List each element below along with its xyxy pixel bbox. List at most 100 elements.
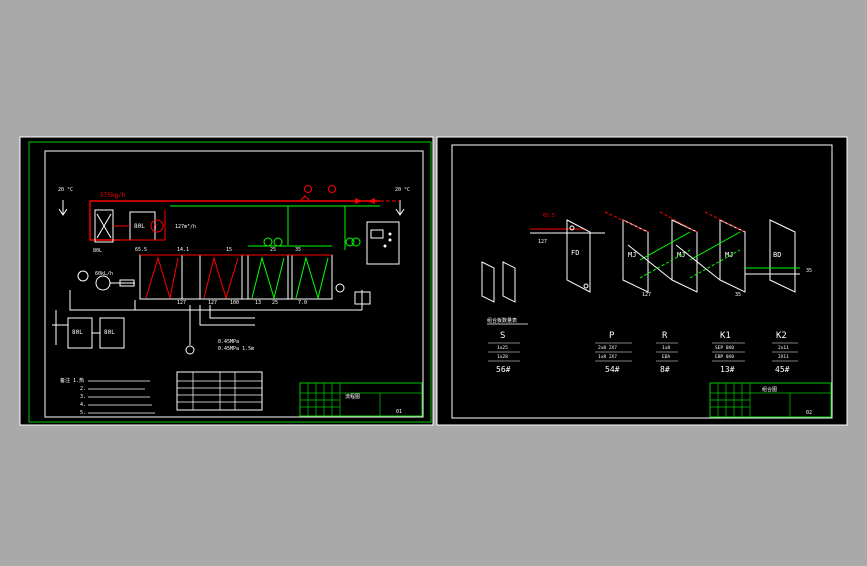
svg-text:127: 127	[208, 300, 217, 306]
temp-label-5: 127	[177, 300, 186, 306]
plate-fd	[566, 219, 591, 293]
col-spec2-p: 1x8 2X7	[598, 354, 617, 360]
feed-pump-section: 60kL/h	[69, 270, 371, 311]
svg-text:60kL/h: 60kL/h	[95, 271, 113, 277]
svg-text:20 °C: 20 °C	[395, 187, 410, 193]
outlet-temp-label: 35	[806, 268, 812, 274]
inlet-temp-label-2: 127	[538, 239, 547, 245]
col-spec2-k2: 2X11	[778, 354, 789, 360]
note-2: 2.	[80, 386, 86, 392]
col-code-p: P	[609, 331, 615, 341]
temp-label-3: 15	[226, 247, 232, 253]
preheater-unit: 80L T 127m³/h 80L	[93, 209, 196, 254]
temp-label-6: 35	[295, 247, 301, 253]
col-code-s: S	[500, 331, 505, 341]
note-5: 5.	[80, 410, 86, 416]
parts-header: 组合板数量表	[487, 317, 517, 324]
chilled-pump-1-icon	[263, 237, 273, 247]
col-spec2-s: 1x28	[497, 354, 508, 360]
plate-bd	[769, 219, 796, 293]
col-spec2-k1: EBP 0X0	[715, 354, 734, 360]
tank-label-3: 80L	[104, 329, 115, 336]
inlet-temp-label: 65.5	[543, 213, 555, 219]
right-title-block: 组合图 02	[709, 382, 832, 418]
temp-label-8: 7.0	[298, 300, 307, 306]
left-drawing-number: 01	[396, 409, 402, 415]
spare-plates	[481, 261, 516, 303]
pressure-gauge-2	[328, 185, 336, 193]
svg-text:T: T	[154, 224, 158, 231]
left-title-block: 流程图 01	[299, 382, 423, 417]
col-spec-r: 1x8	[662, 345, 670, 351]
temp-label-1: 65.5	[135, 247, 147, 253]
col-code-k1: K1	[720, 331, 731, 341]
pump-icon	[150, 219, 164, 233]
col-spec-k1: SEP 0X0	[715, 345, 734, 351]
note-1: 备注 1.热	[60, 377, 84, 384]
left-sheet-paper	[19, 136, 434, 426]
col-code-k2: K2	[776, 331, 787, 341]
right-drawing-title: 组合图	[762, 386, 777, 393]
svg-text:80L: 80L	[93, 248, 102, 254]
pressure-gauge-1	[304, 185, 312, 193]
drain-valve-icon	[185, 345, 195, 355]
chilled-pump-3-icon	[345, 237, 355, 247]
left-sheet: 20 °C 20 °C 575kg/h 80L T 127m³/h 80L	[19, 136, 434, 426]
col-code-r: R	[662, 331, 668, 341]
notes-block: 备注 1.热 2. 3. 4. 5.	[60, 377, 155, 416]
flow-label-3: 0.45MPa	[218, 339, 239, 345]
note-4: 4.	[80, 402, 86, 408]
temp-label-4: 25	[270, 247, 276, 253]
svg-text:20 °C: 20 °C	[58, 187, 73, 193]
left-drawing-title: 流程图	[345, 393, 360, 400]
feed-pump-icon	[77, 270, 89, 282]
svg-text:35: 35	[735, 292, 741, 298]
control-cabinet	[366, 221, 400, 265]
right-sheet-paper	[436, 136, 848, 426]
plate-mj-3-label: MJ	[725, 251, 733, 259]
svg-text:100: 100	[230, 300, 239, 306]
plate-mj-1	[622, 219, 649, 293]
inlet-arrows: 20 °C 20 °C	[58, 187, 410, 216]
plate-bd-label: BD	[773, 251, 781, 259]
plate-heat-exchanger	[139, 245, 333, 300]
col-count-k2: 45#	[775, 365, 790, 374]
svg-text:127: 127	[642, 292, 651, 298]
tank-label-2: 80L	[72, 329, 83, 336]
temp-label-7: 25	[272, 300, 278, 306]
chilled-pump-4-icon	[351, 237, 361, 247]
drain-lines: 0.45MPa 0.45MPa 1.5m	[185, 305, 255, 355]
legend-table	[176, 371, 263, 411]
col-count-r: 8#	[660, 365, 670, 374]
plate-mj-1-label: MJ	[628, 251, 636, 259]
right-sheet: 65.5 127 FD MJ MJ MJ BD 35 127 35	[436, 136, 848, 426]
right-sheet-frame	[451, 144, 833, 419]
col-spec-k2: 2x11	[778, 345, 789, 351]
left-sheet-inner-frame	[44, 150, 424, 418]
steam-flow-label: 575kg/h	[100, 192, 126, 199]
left-sheet-frame	[28, 141, 432, 423]
col-count-p: 54#	[605, 365, 620, 374]
temp-label-2: 14.1	[177, 247, 189, 253]
col-spec2-r: EDA	[662, 354, 670, 360]
parts-table: 组合板数量表 S 1x25 1x28 56# P 2x8 2X7 1x8 2X7…	[487, 317, 798, 374]
return-pump-icon	[335, 283, 345, 293]
process-temperatures: 65.5 14.1 15 25 35 127 127 100 13 25 7.0	[135, 247, 307, 306]
flow-label-2: 127m³/h	[175, 224, 196, 230]
plate-fd-label: FD	[571, 249, 579, 257]
temp-label-9: 13	[255, 300, 261, 306]
note-3: 3.	[80, 394, 86, 400]
chilled-water-loop	[263, 206, 361, 250]
col-spec-p: 2x8 2X7	[598, 345, 617, 351]
col-count-s: 56#	[496, 365, 511, 374]
storage-tanks: 80L 80L	[52, 310, 125, 349]
svg-text:0.45MPa 1.5m: 0.45MPa 1.5m	[218, 346, 254, 352]
right-drawing-number: 02	[806, 410, 812, 416]
tank-label-1: 80L	[134, 223, 145, 230]
col-spec-s: 1x25	[497, 345, 508, 351]
chilled-pump-2-icon	[273, 237, 283, 247]
plate-stack: 65.5 127 FD MJ MJ MJ BD 35 127 35	[530, 211, 812, 298]
col-count-k1: 13#	[720, 365, 735, 374]
